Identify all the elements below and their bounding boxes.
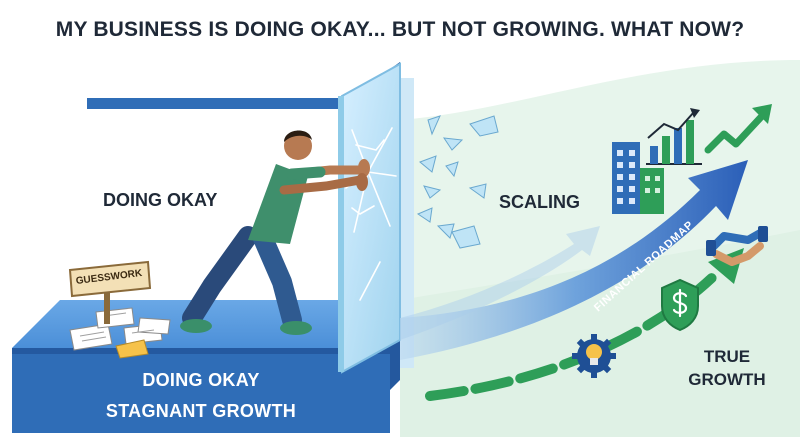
glass-shards [416,115,499,249]
shield-dollar-icon [661,278,699,332]
platform-front [12,348,390,433]
base-label-top: DOING OKAY [142,370,260,390]
handshake-icon [706,226,768,266]
glass-backdrop [400,78,414,368]
growth-label-line-1: TRUE [703,347,751,366]
bar-chart-icon [646,108,702,165]
ceiling-beam [87,98,349,109]
base-label-bottom: STAGNANT GROWTH [105,401,297,421]
right-label: SCALING [499,192,580,212]
roadmap-arrow-faded [400,226,600,340]
growth-label-line-2: GROWTH [688,370,766,389]
headline: MY BUSINESS IS DOING OKAY... BUT NOT GRO… [55,18,745,41]
trend-arrow-icon [704,104,772,154]
roadmap-arrow [400,160,748,360]
glass-frame [338,96,344,372]
growth-label: TRUE GROWTH [672,345,782,391]
platform-front-shade [12,348,390,354]
office-building-icon [612,142,664,214]
glass-wall [341,62,401,374]
scattered-papers [69,307,171,359]
left-label: DOING OKAY [103,190,218,210]
person-pushing-icon [180,130,370,335]
guesswork-sign [68,260,152,324]
lightbulb-gear-icon [572,334,616,378]
